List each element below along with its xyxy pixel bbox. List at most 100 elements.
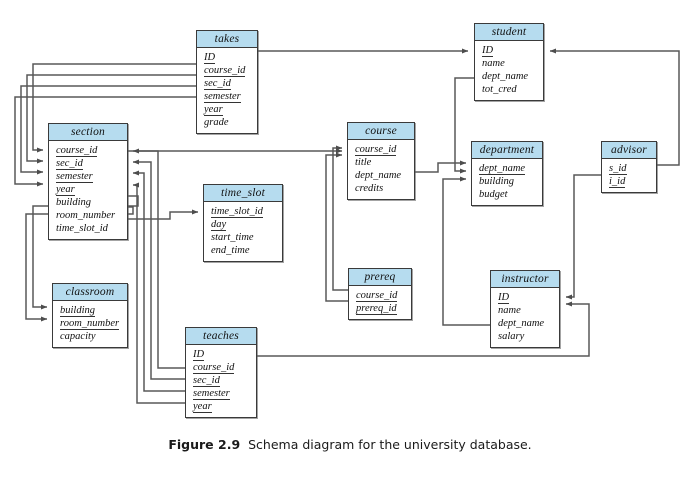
figure-caption-text: Schema diagram for the university databa… [248, 437, 532, 452]
field-teaches-ID: ID [193, 348, 256, 361]
table-title-student: student [475, 24, 543, 41]
edge-teaches-semester-section [132, 170, 185, 392]
field-teaches-course_id: course_id [193, 361, 256, 374]
field-label: prereq_id [356, 303, 397, 315]
field-section-year: year [56, 183, 127, 196]
table-title-prereq: prereq [349, 269, 411, 286]
field-takes-grade: grade [204, 116, 257, 129]
field-label: room_number [60, 318, 120, 330]
field-label: i_id [609, 176, 626, 188]
field-course-title: title [355, 156, 414, 169]
table-title-teaches: teaches [186, 328, 256, 345]
field-instructor-salary: salary [498, 330, 559, 343]
field-label: year [193, 401, 212, 413]
field-label: course_id [56, 145, 98, 157]
field-time_slot-start_time: start_time [211, 231, 282, 244]
field-label: course_id [204, 65, 246, 77]
field-time_slot-time_slot_id: time_slot_id [211, 205, 282, 218]
table-title-takes: takes [197, 31, 257, 48]
field-label: dept_name [482, 71, 529, 82]
field-student-ID: ID [482, 44, 543, 57]
edge-teaches-courseid-section [132, 148, 185, 369]
field-student-tot_cred: tot_cred [482, 83, 543, 96]
table-title-department: department [472, 142, 542, 159]
field-section-time_slot_id: time_slot_id [56, 222, 127, 235]
edge-section-timeslotid-timeslot [128, 209, 199, 220]
field-label: dept_name [498, 318, 545, 329]
field-label: capacity [60, 331, 96, 342]
field-label: time_slot_id [211, 206, 263, 218]
edge-prereq-prereqid-course [325, 152, 348, 302]
edge-advisor-iid-instructor [565, 174, 601, 300]
field-instructor-ID: ID [498, 291, 559, 304]
field-label: course_id [193, 362, 235, 374]
field-label: name [482, 58, 505, 69]
table-title-time_slot: time_slot [204, 185, 282, 202]
field-takes-course_id: course_id [204, 64, 257, 77]
table-title-section: section [49, 124, 127, 141]
field-label: budget [479, 189, 508, 200]
field-section-sec_id: sec_id [56, 157, 127, 170]
field-label: ID [204, 52, 216, 64]
field-label: grade [204, 117, 229, 128]
field-label: dept_name [355, 170, 402, 181]
field-label: course_id [355, 144, 397, 156]
field-takes-ID: ID [204, 51, 257, 64]
field-student-name: name [482, 57, 543, 70]
field-classroom-building: building [60, 304, 127, 317]
field-section-room_number: room_number [56, 209, 127, 222]
field-label: salary [498, 331, 525, 342]
field-label: title [355, 157, 372, 168]
field-label: ID [193, 349, 205, 361]
field-label: sec_id [193, 375, 220, 387]
field-label: tot_cred [482, 84, 517, 95]
edge-course-deptname-department [415, 160, 467, 173]
table-title-course: course [348, 123, 414, 140]
field-classroom-room_number: room_number [60, 317, 127, 330]
field-label: end_time [211, 245, 250, 256]
field-label: time_slot_id [56, 223, 108, 234]
field-time_slot-day: day [211, 218, 282, 231]
field-instructor-dept_name: dept_name [498, 317, 559, 330]
field-label: day [211, 219, 227, 231]
field-label: building [479, 176, 515, 187]
field-section-course_id: course_id [56, 144, 127, 157]
field-label: building [60, 305, 96, 317]
field-label: semester [193, 388, 230, 400]
field-label: sec_id [56, 158, 83, 170]
field-section-semester: semester [56, 170, 127, 183]
field-label: course_id [356, 290, 398, 302]
figure-caption: Figure 2.9 Schema diagram for the univer… [0, 437, 700, 452]
edge-teaches-year-section [132, 182, 185, 404]
field-course-credits: credits [355, 182, 414, 195]
caption-spacer [240, 437, 248, 452]
field-prereq-prereq_id: prereq_id [356, 302, 411, 315]
field-label: s_id [609, 163, 627, 175]
field-label: sec_id [204, 78, 231, 90]
field-label: semester [56, 171, 93, 183]
field-classroom-capacity: capacity [60, 330, 127, 343]
field-student-dept_name: dept_name [482, 70, 543, 83]
field-course-dept_name: dept_name [355, 169, 414, 182]
field-takes-sec_id: sec_id [204, 77, 257, 90]
field-section-building: building [56, 196, 127, 209]
field-course-course_id: course_id [355, 143, 414, 156]
edge-teaches-secid-section [132, 159, 185, 380]
